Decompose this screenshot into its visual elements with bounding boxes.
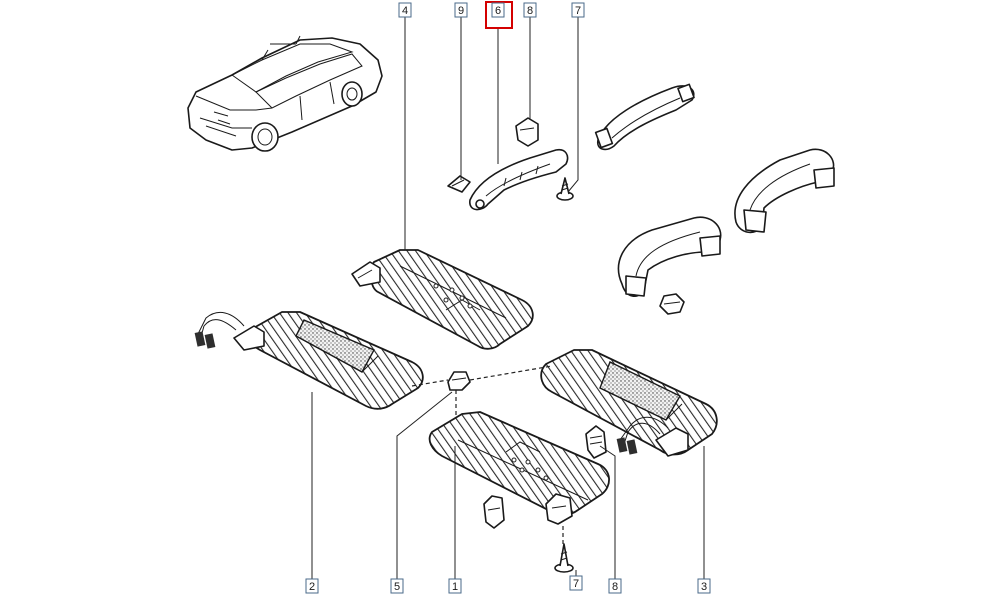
clip-8-top	[515, 117, 539, 147]
callout-1[interactable]: 1	[448, 578, 462, 594]
assembly-line-left	[411, 379, 449, 387]
callout-8-bottom[interactable]: 8	[608, 578, 622, 594]
callout-9-label: 9	[458, 5, 464, 17]
grab-handle-mid-right	[734, 148, 835, 234]
callout-7-bottom-label: 7	[573, 578, 579, 590]
sun-visor-2	[194, 311, 424, 410]
assembly-line-right	[469, 365, 553, 381]
visor-bracket	[545, 493, 573, 525]
callout-6-label: 6	[495, 5, 501, 17]
callout-7-top[interactable]: 7	[571, 2, 585, 18]
grab-handle-6	[469, 148, 569, 211]
callout-3[interactable]: 3	[697, 578, 711, 594]
clip-9	[447, 175, 471, 193]
loose-clip-right	[659, 293, 685, 315]
callout-5[interactable]: 5	[390, 578, 404, 594]
callout-5-label: 5	[394, 581, 400, 593]
callout-4-label: 4	[402, 5, 408, 17]
callout-9[interactable]: 9	[454, 2, 468, 18]
grab-handle-lower-right	[617, 216, 722, 297]
car-illustration	[187, 35, 383, 152]
sun-visor-1	[428, 411, 610, 516]
callout-4[interactable]: 4	[398, 2, 412, 18]
clip-8-bottom	[585, 425, 607, 459]
grab-handle-upper-right	[594, 83, 695, 151]
callout-3-label: 3	[701, 581, 707, 593]
callout-2[interactable]: 2	[305, 578, 319, 594]
sun-visor-4	[351, 249, 534, 350]
callout-1-label: 1	[452, 581, 458, 593]
leader-lines	[311, 17, 705, 584]
callout-8-top[interactable]: 8	[523, 2, 537, 18]
callout-2-label: 2	[309, 581, 315, 593]
screw-7-bottom	[554, 543, 574, 573]
sun-visor-3	[540, 349, 718, 457]
callout-7-top-label: 7	[575, 5, 581, 17]
callout-6-highlighted[interactable]: 6	[485, 1, 513, 29]
callout-7-bottom[interactable]: 7	[569, 575, 583, 591]
pivot-clip-5	[447, 371, 471, 391]
small-clip	[483, 495, 505, 529]
screw-7-top	[556, 177, 574, 201]
callout-8-bottom-label: 8	[612, 581, 618, 593]
callout-8-top-label: 8	[527, 5, 533, 17]
